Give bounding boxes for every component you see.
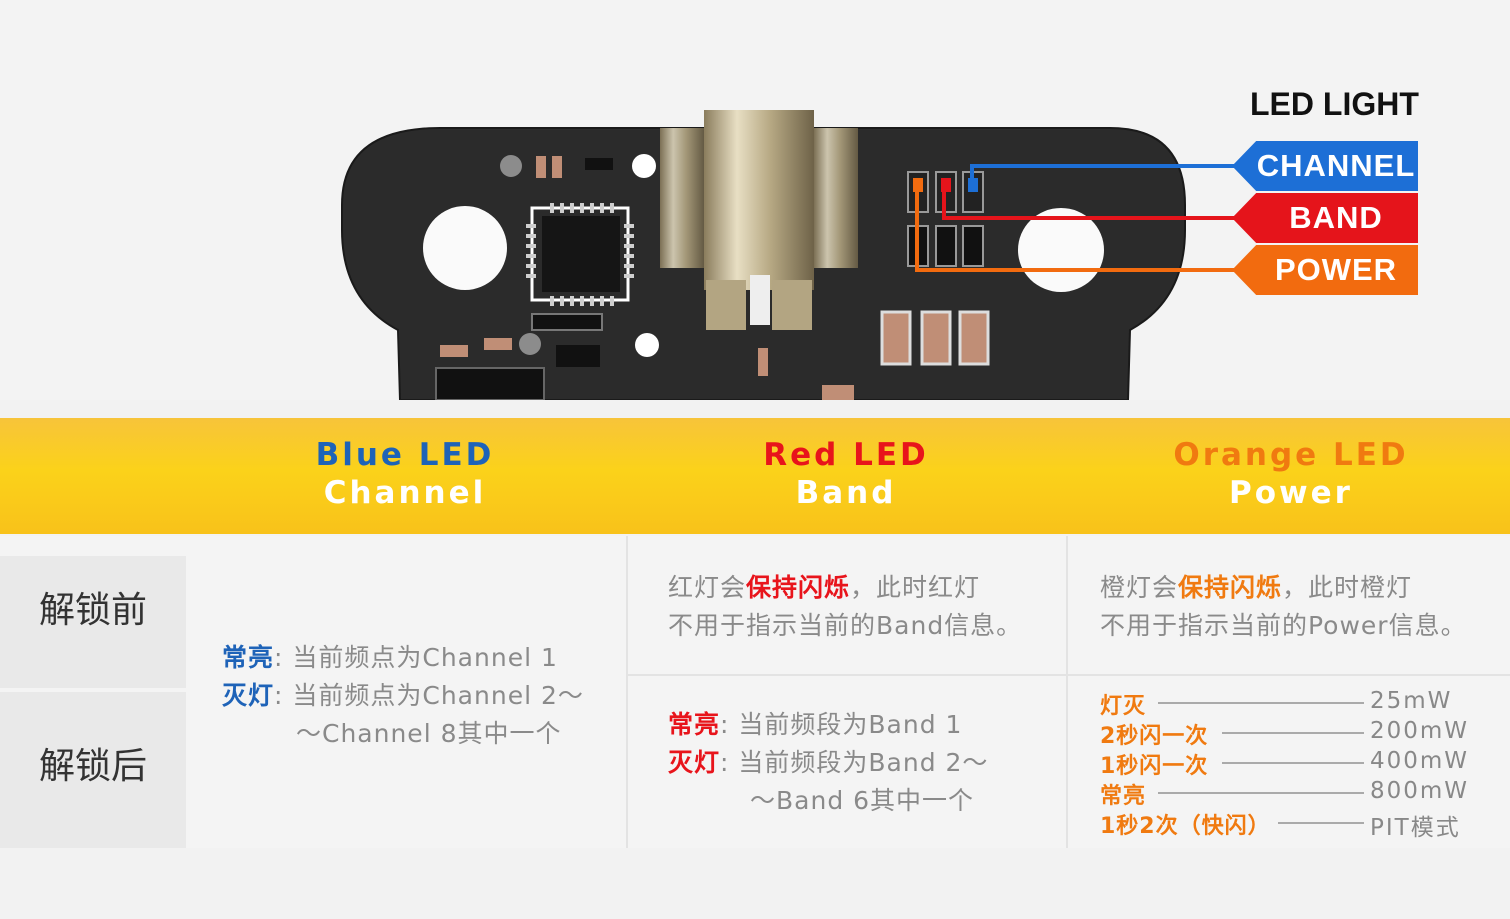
power-value: PIT模式: [1370, 815, 1461, 841]
band-tag: BAND: [1232, 193, 1418, 243]
column-divider: [626, 536, 628, 848]
red-solid-label: 常亮: [668, 710, 721, 739]
header-blue-subtitle: Channel: [323, 475, 487, 511]
header-orange-led: Orange LED Power: [1086, 436, 1496, 512]
red-before-line2: 不用于指示当前的Band信息。: [668, 611, 1023, 640]
header-orange-subtitle: Power: [1229, 475, 1353, 511]
blue-solid-text: : 当前频点为Channel 1: [274, 643, 558, 672]
header-red-led: Red LED Band: [646, 436, 1046, 512]
led-light-title: LED LIGHT: [1250, 86, 1419, 122]
column-divider: [1066, 536, 1068, 848]
row-label-before-unlock: 解锁前: [0, 556, 186, 688]
orange-before-part1: 橙灯会: [1100, 573, 1179, 602]
red-before-line1: 红灯会保持闪烁，此时红灯: [668, 568, 980, 604]
power-leader-line: [1278, 822, 1364, 824]
header-red-subtitle: Band: [795, 475, 897, 511]
power-state: 1秒闪一次: [1100, 754, 1209, 779]
orange-before-line2: 不用于指示当前的Power信息。: [1100, 611, 1467, 640]
power-value: 800mW: [1370, 778, 1470, 804]
power-leader-line: [1222, 762, 1364, 764]
power-state: 常亮: [1100, 784, 1147, 809]
red-off-label: 灭灯: [668, 748, 721, 777]
red-before-emphasis: 保持闪烁: [746, 573, 851, 602]
red-before-part3: ，此时红灯: [850, 573, 981, 602]
red-off-line2: ～Band 6其中一个: [750, 786, 975, 815]
power-leader-line: [1222, 732, 1364, 734]
power-value: 400mW: [1370, 748, 1470, 774]
blue-off-line: 灭灯: 当前频点为Channel 2～: [222, 676, 584, 712]
power-tag: POWER: [1232, 245, 1418, 295]
orange-before-line1: 橙灯会保持闪烁，此时橙灯: [1100, 568, 1412, 604]
red-off-line: 灭灯: 当前频段为Band 2～: [668, 743, 988, 779]
header-orange-title: Orange LED: [1173, 437, 1409, 473]
header-blue-led: Blue LED Channel: [205, 436, 605, 512]
orange-before-emphasis: 保持闪烁: [1178, 573, 1283, 602]
blue-solid-label: 常亮: [222, 643, 275, 672]
red-solid-text: : 当前频段为Band 1: [720, 710, 963, 739]
power-value: 25mW: [1370, 688, 1453, 714]
blue-off-text: : 当前频点为Channel 2～: [274, 681, 584, 710]
power-state: 1秒2次（快闪）: [1100, 814, 1271, 839]
red-before-part1: 红灯会: [668, 573, 747, 602]
power-leader-line: [1158, 792, 1364, 794]
header-blue-title: Blue LED: [315, 437, 495, 473]
row-divider: [628, 674, 1510, 676]
blue-off-label: 灭灯: [222, 681, 275, 710]
red-solid-line: 常亮: 当前频段为Band 1: [668, 705, 962, 741]
power-value: 200mW: [1370, 718, 1470, 744]
header-banner: Blue LED Channel Red LED Band Orange LED…: [0, 418, 1510, 534]
power-state: 灯灭: [1100, 694, 1147, 719]
row-label-after-unlock: 解锁后: [0, 692, 186, 848]
blue-solid-line: 常亮: 当前频点为Channel 1: [222, 638, 558, 674]
led-status-table: [0, 536, 1510, 848]
power-state: 2秒闪一次: [1100, 724, 1209, 749]
pcb-illustration-area: LED LIGHT CHANNEL BAND POWER: [0, 0, 1510, 400]
red-off-text: : 当前频段为Band 2～: [720, 748, 989, 777]
orange-before-part3: ，此时橙灯: [1282, 573, 1413, 602]
pcb-board-image: [341, 110, 1250, 400]
blue-off-line2: ～Channel 8其中一个: [296, 719, 562, 748]
channel-tag: CHANNEL: [1232, 141, 1418, 191]
header-red-title: Red LED: [763, 437, 929, 473]
power-leader-line: [1158, 702, 1364, 704]
